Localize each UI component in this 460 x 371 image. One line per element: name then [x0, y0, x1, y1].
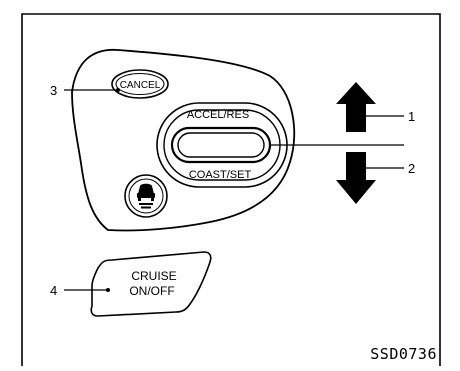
coast-set-label: COAST/SET [189, 169, 252, 181]
callout-3: 3 [50, 83, 57, 98]
leader-dot-3 [116, 88, 120, 92]
cruise-on-off-button[interactable] [90, 251, 212, 317]
arrow-up-icon [336, 82, 376, 132]
figure-code: SSD0736 [370, 345, 437, 363]
callout-1: 1 [408, 109, 415, 124]
cancel-label: CANCEL [120, 80, 161, 91]
rocker-button-face [177, 132, 265, 158]
vehicle-distance-icon [137, 183, 155, 209]
cancel-button[interactable] [111, 69, 169, 99]
callout-4: 4 [50, 283, 57, 298]
cruise-label-line1: CRUISE [131, 269, 176, 283]
figure-frame [21, 13, 441, 366]
cruise-label-line2: ON/OFF [129, 284, 174, 298]
accel-res-label: ACCEL/RES [187, 109, 249, 121]
leader-dot-4 [106, 288, 110, 292]
cancel-button-face [115, 73, 165, 95]
arrow-down-icon [336, 152, 376, 204]
callout-2: 2 [408, 161, 415, 176]
